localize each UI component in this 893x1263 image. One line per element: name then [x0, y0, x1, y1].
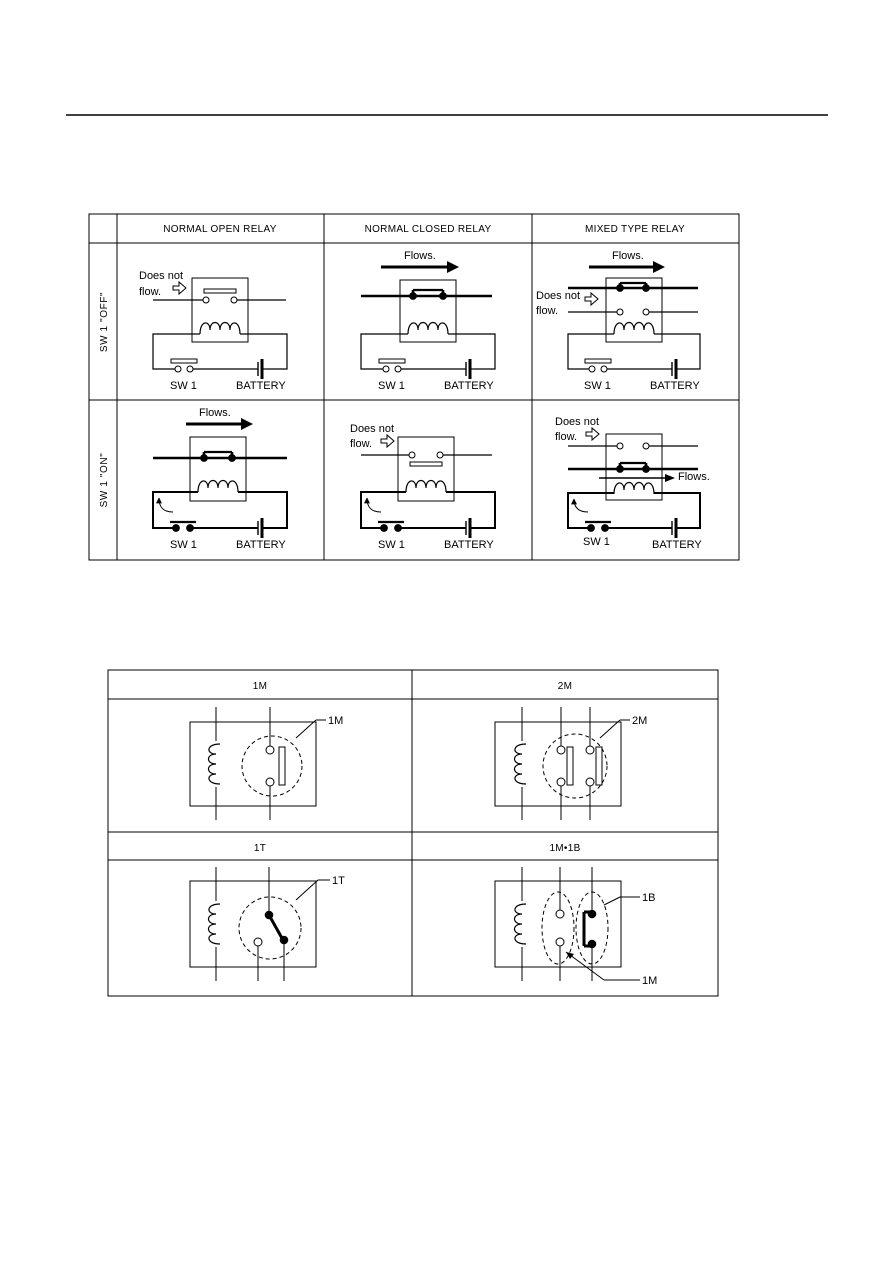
coil-icon [513, 903, 527, 945]
cell-header-1t: 1T [254, 843, 266, 854]
switch-open-bar [378, 358, 406, 364]
relay-coil-icon [407, 321, 449, 335]
relay-coil-icon [613, 481, 655, 495]
label-does-not: Does not [350, 423, 394, 435]
current-flow-arrow-icon [571, 498, 589, 513]
open-contact-bar [278, 746, 286, 786]
contact-diagram-1m-1b: 1B 1M [494, 867, 657, 987]
contact-group-1m-outline [541, 891, 575, 965]
column-header-normal-closed: NORMAL CLOSED RELAY [365, 224, 492, 235]
callout-1m-secondary: 1M [642, 975, 657, 987]
label-sw1: SW 1 [378, 539, 405, 551]
label-battery: BATTERY [650, 380, 700, 392]
callout-2m: 2M [632, 715, 647, 727]
relay-body [397, 436, 455, 502]
contact-type-table: 1M 2M 1T 1M•1B 1M [107, 669, 719, 997]
label-flow: flow. [536, 305, 558, 317]
label-flow: flow. [350, 438, 372, 450]
contact-group-1b-outline [575, 891, 609, 965]
open-contact-bar [409, 461, 443, 467]
label-sw1: SW 1 [583, 536, 610, 548]
hollow-arrow-icon [584, 291, 599, 307]
hollow-arrow-icon [172, 280, 187, 296]
contact-diagram-1m: 1M [189, 707, 343, 820]
label-does-not: Does not [555, 416, 599, 428]
callout-1t: 1T [332, 875, 345, 887]
current-flow-arrow-icon [156, 497, 174, 513]
contact-group-outline [542, 733, 608, 799]
row-header-sw1-off: SW 1 "OFF" [99, 292, 110, 352]
label-flows: Flows. [612, 250, 644, 262]
cell-normal-open-off: Does not flow. SW 1 BATTERY [139, 270, 288, 392]
cell-header-1m: 1M [253, 681, 268, 692]
coil-icon [513, 743, 527, 785]
contact-group-outline [238, 896, 302, 960]
relay-coil-icon [199, 321, 241, 335]
column-header-mixed-type: MIXED TYPE RELAY [585, 224, 685, 235]
cell-mixed-off: Flows. Does not flow. [536, 250, 701, 392]
relay-body [605, 277, 663, 343]
contact-group-outline [241, 735, 303, 797]
transfer-contact-arm [267, 914, 285, 941]
label-sw1: SW 1 [378, 380, 405, 392]
cell-header-2m: 2M [558, 681, 573, 692]
relay-coil-icon [197, 479, 239, 493]
relay-body [191, 277, 249, 343]
relay-body [189, 436, 247, 502]
hollow-arrow-icon [380, 433, 395, 449]
relay-body [399, 279, 457, 343]
label-battery: BATTERY [236, 539, 286, 551]
label-does-not: Does not [139, 270, 183, 282]
label-does-not: Does not [536, 290, 580, 302]
switch-open-bar [170, 358, 198, 364]
callout-1b: 1B [642, 892, 655, 904]
contact-diagram-2m: 2M [494, 707, 647, 820]
cell-normal-closed-on: Does not flow. SW 1 BATTERY [350, 423, 496, 551]
current-flow-arrow-icon [364, 497, 382, 513]
hollow-arrow-icon [585, 426, 600, 442]
label-flows: Flows. [678, 471, 710, 483]
coil-icon [207, 743, 221, 785]
cell-header-1m-1b: 1M•1B [549, 843, 580, 854]
open-contact-bar [566, 746, 574, 786]
label-flow: flow. [139, 286, 161, 298]
relay-type-table: NORMAL OPEN RELAY NORMAL CLOSED RELAY MI… [88, 213, 740, 561]
label-flows: Flows. [199, 407, 231, 419]
contact-diagram-1t: 1T [189, 867, 345, 981]
callout-arrow-icon [566, 952, 574, 959]
label-sw1: SW 1 [170, 380, 197, 392]
cell-normal-open-on: Flows. SW 1 BATTERY [152, 407, 288, 551]
relay-coil-icon [405, 479, 447, 493]
label-battery: BATTERY [444, 539, 494, 551]
label-battery: BATTERY [236, 380, 286, 392]
label-sw1: SW 1 [584, 380, 611, 392]
label-flows: Flows. [404, 250, 436, 262]
relay-body [605, 433, 663, 501]
label-flow: flow. [555, 431, 577, 443]
open-contact-bar [203, 288, 237, 294]
label-sw1: SW 1 [170, 539, 197, 551]
cell-mixed-on: Does not flow. Flows. [555, 416, 710, 551]
label-battery: BATTERY [652, 539, 702, 551]
row-header-sw1-on: SW 1 "ON" [99, 453, 110, 508]
label-battery: BATTERY [444, 380, 494, 392]
relay-coil-icon [613, 321, 655, 335]
column-header-normal-open: NORMAL OPEN RELAY [163, 224, 276, 235]
switch-open-bar [584, 358, 612, 364]
coil-icon [207, 903, 221, 945]
callout-1m: 1M [328, 715, 343, 727]
cell-normal-closed-off: Flows. SW 1 BATTERY [360, 250, 496, 392]
open-contact-bar [595, 746, 603, 786]
